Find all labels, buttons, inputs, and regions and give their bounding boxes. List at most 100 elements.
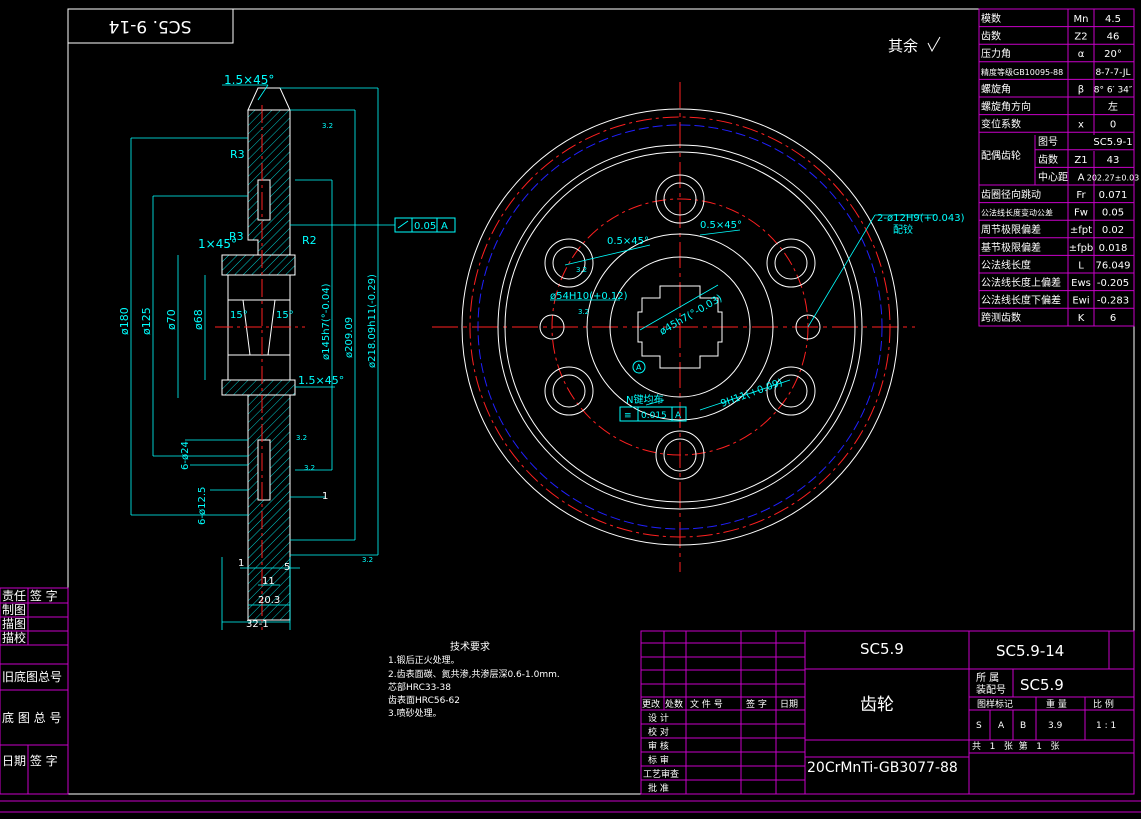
tip-circle <box>461 108 899 546</box>
role-3: 标 审 <box>648 754 669 766</box>
sheets: 共 1 张 第 1 张 <box>972 740 1060 752</box>
ream-note: 配铰 <box>893 223 913 236</box>
angle-right: 15° <box>276 310 294 321</box>
belongs: SC5.9 <box>1020 676 1064 694</box>
side-label-2: 描图 <box>2 617 26 631</box>
param2-val-7: 6 <box>1110 313 1116 324</box>
param2-name-5: 公法线长度上偏差 <box>981 276 1061 289</box>
hole-bottom <box>257 439 271 501</box>
bore-54: ø54H10(+0.12) <box>550 291 628 302</box>
datum-a: A <box>636 363 642 372</box>
tech-req-line-1: 2.齿表面碳、氮共渗,共渗层深0.6-1.0mm. <box>388 668 560 680</box>
param2-name-2: 周节极限偏差 <box>981 223 1041 236</box>
param-sym-4: β <box>1078 84 1084 95</box>
param2-val-0: 0.071 <box>1099 190 1128 201</box>
tech-req-line-4: 3.喷砂处理。 <box>388 707 442 719</box>
spline-bore <box>637 285 723 369</box>
param-name-3: 精度等级GB10095-88 <box>981 67 1063 77</box>
rim-inner-circle <box>497 144 863 510</box>
rough-2: 3.2 <box>578 308 589 316</box>
pitch-circle <box>469 116 891 538</box>
belongs-label-2: 装配号 <box>976 683 1006 696</box>
datum-circle <box>632 360 646 374</box>
symmetry-tol: 0.015 <box>641 411 667 421</box>
mark-label: 图样标记 <box>977 698 1013 710</box>
runout-datum: A <box>441 221 448 232</box>
title-block: SC5.9 SC5.9-14 齿轮 所 属 装配号 SC5.9 20CrMnTi… <box>640 630 1135 795</box>
param-val-5: 左 <box>1108 100 1118 113</box>
dia-125: ø125 <box>140 307 153 335</box>
param-sym-2: α <box>1078 49 1085 60</box>
runout-frame <box>394 217 456 233</box>
scale: 1 : 1 <box>1096 721 1116 731</box>
tech-req-line-3: 齿表面HRC56-62 <box>388 694 460 706</box>
dim-32: 32-1 <box>246 619 269 630</box>
hub-outer-circle <box>586 233 774 421</box>
side-label-5: 底 图 总 号 <box>2 710 61 725</box>
param2-name-0: 齿圈径向跳动 <box>981 188 1041 201</box>
param-name-0: 模数 <box>981 12 1001 25</box>
mating-sym-2: A <box>1078 172 1085 183</box>
roughness-symbol-icon <box>927 36 941 53</box>
symmetry-symbol-icon: ≡ <box>624 411 632 421</box>
front-dimensions <box>550 214 935 411</box>
dim-5: 5 <box>284 562 290 573</box>
dim-1-top: 1 <box>322 491 328 502</box>
rev-h-4: 日期 <box>780 699 798 710</box>
rev-h-0: 更改 <box>642 698 660 710</box>
symmetry-note: N键均布 <box>626 393 663 406</box>
roughness-note: 其余 <box>888 36 941 55</box>
tech-req-line-2: 芯部HRC33-38 <box>388 681 451 693</box>
param2-name-3: 基节极限偏差 <box>981 241 1041 254</box>
param-val-1: 46 <box>1107 32 1120 43</box>
param-val-0: 4.5 <box>1105 14 1121 25</box>
mating-val-1: 43 <box>1107 155 1120 166</box>
param2-val-1: 0.05 <box>1102 208 1124 219</box>
side-strip: 责任 签 字 制图 描图 描校 旧底图总号 底 图 总 号 日期 签 字 <box>0 587 69 795</box>
rim-inner-circle-2 <box>504 151 856 503</box>
dim-1-bot: 1 <box>238 558 244 569</box>
side-label-4: 旧底图总号 <box>2 669 62 684</box>
param2-val-4: 76.049 <box>1096 260 1131 271</box>
param-val-3: 8-7-7-JL <box>1095 68 1130 78</box>
param2-sym-6: Ewi <box>1072 296 1089 307</box>
chamfer-right: 1.5×45° <box>298 374 344 387</box>
symmetry-frame <box>619 406 687 422</box>
param-name-4: 螺旋角 <box>981 82 1011 95</box>
part-name: 齿轮 <box>860 695 894 715</box>
belongs-label-1: 所 属 <box>976 672 999 684</box>
dia-24: 6-ø24 <box>180 441 191 470</box>
tooth-top <box>247 87 291 111</box>
param2-sym-7: K <box>1078 313 1085 324</box>
rev-h-2: 文 件 号 <box>690 698 723 710</box>
mating-sym-1: Z1 <box>1074 155 1087 166</box>
radius-mid: R3 <box>229 230 244 243</box>
param2-name-7: 跨测齿数 <box>981 311 1021 324</box>
param2-val-6: -0.283 <box>1097 296 1129 307</box>
side-label-1: 制图 <box>2 603 26 617</box>
param-sym-0: Mn <box>1074 14 1089 25</box>
param2-sym-1: Fw <box>1074 208 1088 219</box>
dim-20: 20.3 <box>258 595 280 606</box>
dia-145: ø145h7(°-0.04) <box>321 283 332 360</box>
rough-1: 3.2 <box>576 266 587 274</box>
param-sym-6: x <box>1078 120 1084 131</box>
rev-h-3: 签 字 <box>746 698 767 710</box>
angle-left: 15° <box>230 310 248 321</box>
param2-val-2: 0.02 <box>1102 225 1124 236</box>
mark-b: B <box>1020 721 1026 731</box>
bolt-holes <box>539 174 821 480</box>
param2-sym-4: L <box>1078 260 1084 271</box>
param-name-2: 压力角 <box>981 47 1011 60</box>
hub-chamfer-circle <box>609 256 751 398</box>
param2-val-3: 0.018 <box>1099 243 1128 254</box>
mating-label: 配偶齿轮 <box>981 149 1021 162</box>
param-val-4: 8° 6′ 34″ <box>1094 85 1133 95</box>
drawing-frame <box>67 8 1135 795</box>
rough-a: 3.2 <box>322 122 333 130</box>
dia-180: ø180 <box>118 307 131 335</box>
mating-name-2: 中心距 <box>1038 170 1068 183</box>
param2-sym-3: ±fpb <box>1069 243 1094 254</box>
dim-11: 11 <box>262 576 275 587</box>
